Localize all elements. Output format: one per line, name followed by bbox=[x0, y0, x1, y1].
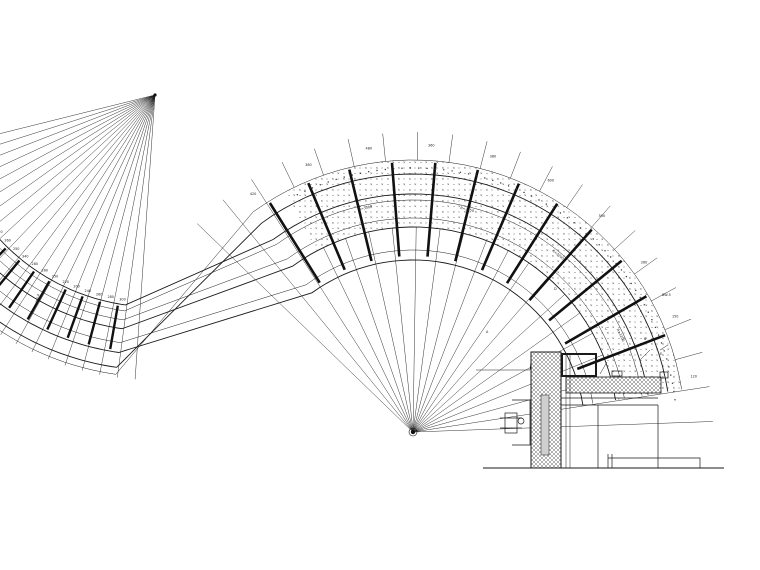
curb-dots bbox=[296, 167, 676, 401]
dimension-label: 200 bbox=[73, 285, 79, 289]
building-corner-plan bbox=[476, 344, 724, 469]
annotation-label: A bbox=[486, 330, 489, 334]
dimension-labels: 2503003202602503402802602502202002402602… bbox=[0, 144, 697, 379]
dimension-label: 260 bbox=[641, 260, 647, 264]
dimension-label: 480 bbox=[366, 146, 372, 150]
dimension-label: 380 bbox=[305, 163, 311, 167]
annotation-label: E bbox=[660, 352, 662, 356]
marker-label: BW-5 bbox=[662, 293, 671, 297]
dimension-label: 250 bbox=[13, 247, 19, 251]
dimension-label: 380 bbox=[490, 154, 496, 158]
dimension-label: 320 bbox=[0, 230, 3, 234]
dimension-label: 420 bbox=[250, 192, 256, 196]
dimension-label: 220 bbox=[62, 280, 68, 284]
path-segment-dividers bbox=[0, 162, 666, 371]
left-fan-rays bbox=[0, 94, 156, 380]
annotation-label: C bbox=[605, 327, 608, 331]
marker-label: BW-4 bbox=[35, 294, 40, 303]
annotation-label: B bbox=[644, 337, 647, 341]
annotation-label: D bbox=[554, 287, 557, 291]
dimension-label: 600 bbox=[547, 178, 553, 182]
radius-label: R=3000 bbox=[358, 205, 372, 212]
right-center-point-icon bbox=[408, 427, 418, 437]
dimension-label: 240 bbox=[85, 289, 91, 293]
radius-label: R=3200 bbox=[552, 249, 565, 261]
dimension-label: 340 bbox=[22, 255, 28, 259]
hatched-paving-band bbox=[285, 160, 682, 400]
dimension-label: 260 bbox=[42, 268, 48, 272]
dimension-label: 260 bbox=[96, 292, 102, 296]
dimension-label: 280 bbox=[32, 262, 38, 266]
dimension-label: 260 bbox=[4, 239, 10, 243]
dimension-label: 280 bbox=[107, 295, 113, 299]
radius-label: R=3200 bbox=[616, 328, 625, 342]
radius-label: R=3250 bbox=[460, 206, 474, 213]
dimension-label: 360 bbox=[428, 144, 434, 148]
left-center-point-icon bbox=[153, 93, 157, 97]
dimension-label: 250 bbox=[52, 274, 58, 278]
dimension-label: 500 bbox=[599, 214, 605, 218]
dimension-label: 120 bbox=[690, 374, 696, 378]
dimension-label: 300 bbox=[119, 297, 125, 301]
dimension-label: 150 bbox=[672, 315, 678, 319]
